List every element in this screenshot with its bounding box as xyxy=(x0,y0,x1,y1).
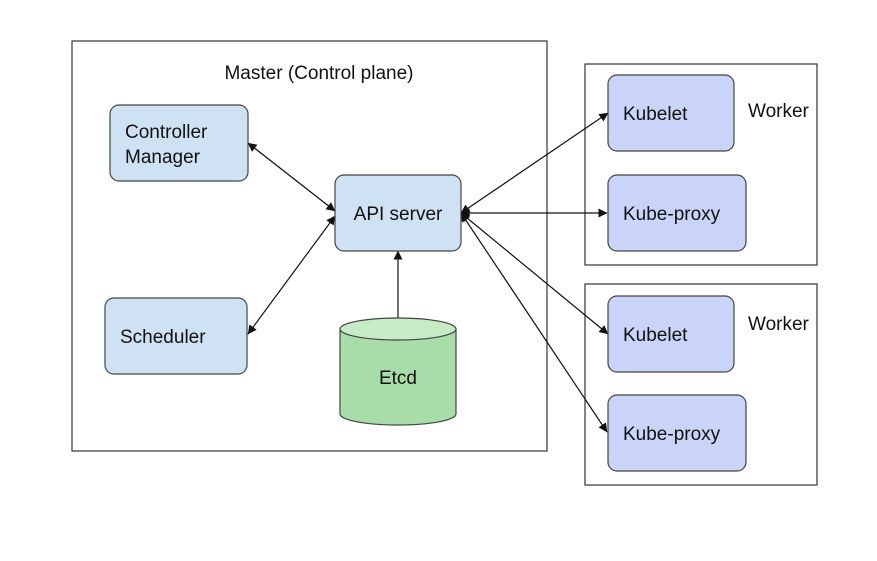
scheduler-node: Scheduler xyxy=(104,297,248,375)
kube-proxy-label-2: Kube-proxy xyxy=(623,424,721,445)
worker-1-kubelet-node: Kubelet xyxy=(607,74,735,152)
kubelet-box-1 xyxy=(607,74,735,152)
kubelet-label-1: Kubelet xyxy=(623,104,688,125)
worker-2-kube-proxy-node: Kube-proxy xyxy=(607,394,747,472)
kubelet-box-2 xyxy=(607,295,735,373)
kube-proxy-label-1: Kube-proxy xyxy=(623,204,721,225)
worker-title-2: Worker xyxy=(748,314,810,335)
arrow-api-kubelet-1 xyxy=(460,112,609,214)
arrow-api-scheduler xyxy=(247,215,336,335)
kube-proxy-box-2 xyxy=(607,394,747,472)
connector-arrows xyxy=(247,112,609,433)
worker-2-kubelet-node: Kubelet xyxy=(607,295,735,373)
arrow-api-controller-manager xyxy=(247,142,336,212)
worker-title-1: Worker xyxy=(748,101,810,122)
etcd-label: Etcd xyxy=(379,368,417,389)
scheduler-label: Scheduler xyxy=(120,327,206,348)
arrow-api-kube-proxy-2 xyxy=(460,212,608,433)
etcd-cylinder-body xyxy=(339,328,457,426)
etcd-database-node: Etcd xyxy=(339,317,457,426)
api-server-label: API server xyxy=(354,204,443,225)
scheduler-box xyxy=(104,297,248,375)
kubelet-label-2: Kubelet xyxy=(623,325,688,346)
controller-manager-node: Controller Manager xyxy=(109,104,249,182)
kube-proxy-box-1 xyxy=(607,174,747,252)
api-server-box xyxy=(334,174,462,252)
api-server-node: API server xyxy=(334,174,462,252)
controller-manager-label-line1: Controller xyxy=(125,122,208,143)
etcd-cylinder-top xyxy=(339,317,457,341)
master-title: Master (Control plane) xyxy=(224,63,413,84)
worker-1-kube-proxy-node: Kube-proxy xyxy=(607,174,747,252)
master-control-plane-box xyxy=(71,40,548,452)
controller-manager-box xyxy=(109,104,249,182)
controller-manager-label-line2: Manager xyxy=(125,147,201,168)
